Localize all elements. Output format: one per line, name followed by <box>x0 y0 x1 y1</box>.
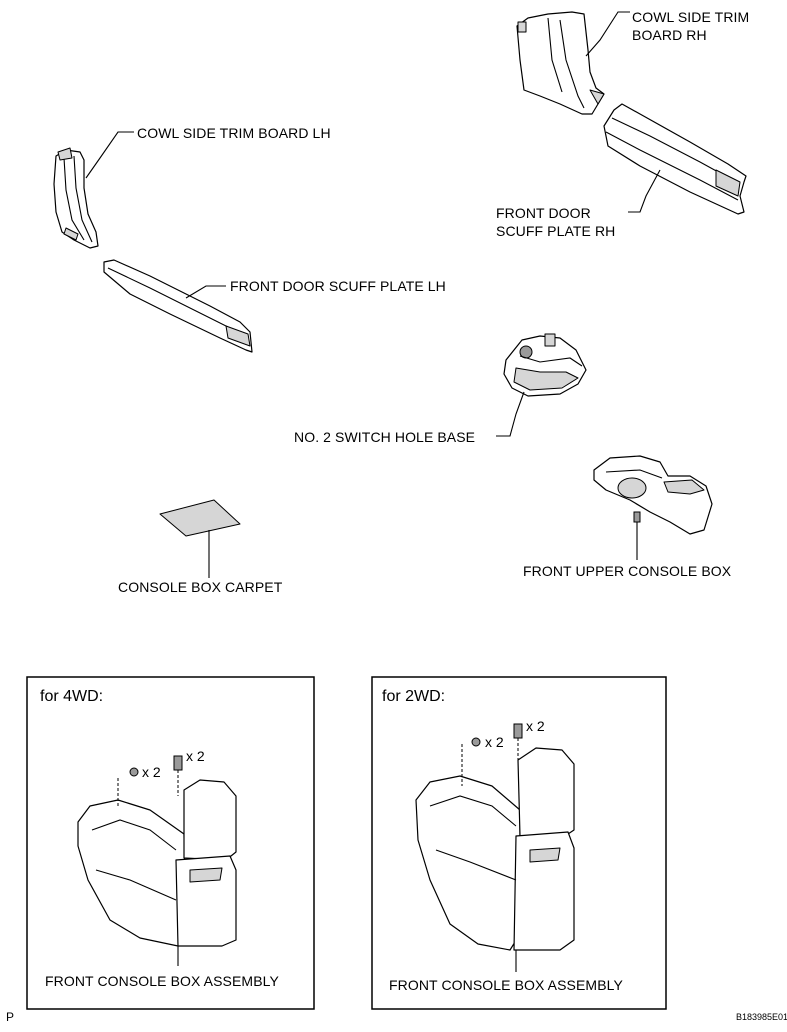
front-door-scuff-plate-rh <box>603 103 747 215</box>
label-scuff-rh-line1: FRONT DOOR <box>496 205 591 221</box>
panel-2wd-title: for 2WD: <box>382 688 446 705</box>
panel-4wd-caption: FRONT CONSOLE BOX ASSEMBLY <box>45 973 279 989</box>
label-scuff-lh: FRONT DOOR SCUFF PLATE LH <box>230 278 446 294</box>
panel-2wd-bolt-qty: x 2 <box>526 718 545 734</box>
cowl-side-trim-board-rh <box>516 11 605 115</box>
label-scuff-rh-line2: SCUFF PLATE RH <box>496 223 616 239</box>
panel-4wd-bolt-qty: x 2 <box>186 748 205 764</box>
footer-left-mark: P <box>6 1010 15 1024</box>
panel-4wd-title: for 4WD: <box>40 688 104 705</box>
console-box-carpet <box>159 499 241 537</box>
panel-2wd-screw-qty: x 2 <box>485 734 504 750</box>
console-assembly-2wd <box>415 723 575 951</box>
leader-scuff-rh <box>628 169 661 213</box>
front-upper-console-box <box>593 455 713 535</box>
console-assembly-4wd <box>77 755 237 947</box>
leader-cowl-lh <box>85 131 134 179</box>
cowl-side-trim-board-lh <box>53 147 99 249</box>
leader-scuff-lh <box>185 285 226 299</box>
figure-code: B183985E01 <box>736 1012 787 1022</box>
front-door-scuff-plate-lh <box>103 259 253 353</box>
label-front-upper-console-box: FRONT UPPER CONSOLE BOX <box>523 563 732 579</box>
leader-cowl-rh <box>585 11 630 57</box>
panel-4wd-screw-qty: x 2 <box>142 764 161 780</box>
panel-4wd-frame <box>26 676 315 1010</box>
label-cowl-rh-line2: BOARD RH <box>632 27 707 43</box>
label-switch-hole-base: NO. 2 SWITCH HOLE BASE <box>294 429 476 445</box>
label-console-box-carpet: CONSOLE BOX CARPET <box>118 579 283 595</box>
panel-2wd-caption: FRONT CONSOLE BOX ASSEMBLY <box>389 977 623 993</box>
leader-switch-hole <box>496 391 525 437</box>
label-cowl-lh: COWL SIDE TRIM BOARD LH <box>137 125 331 141</box>
label-cowl-rh-line1: COWL SIDE TRIM <box>632 9 750 25</box>
panel-2wd-frame <box>371 676 667 1010</box>
no2-switch-hole-base <box>503 333 587 397</box>
